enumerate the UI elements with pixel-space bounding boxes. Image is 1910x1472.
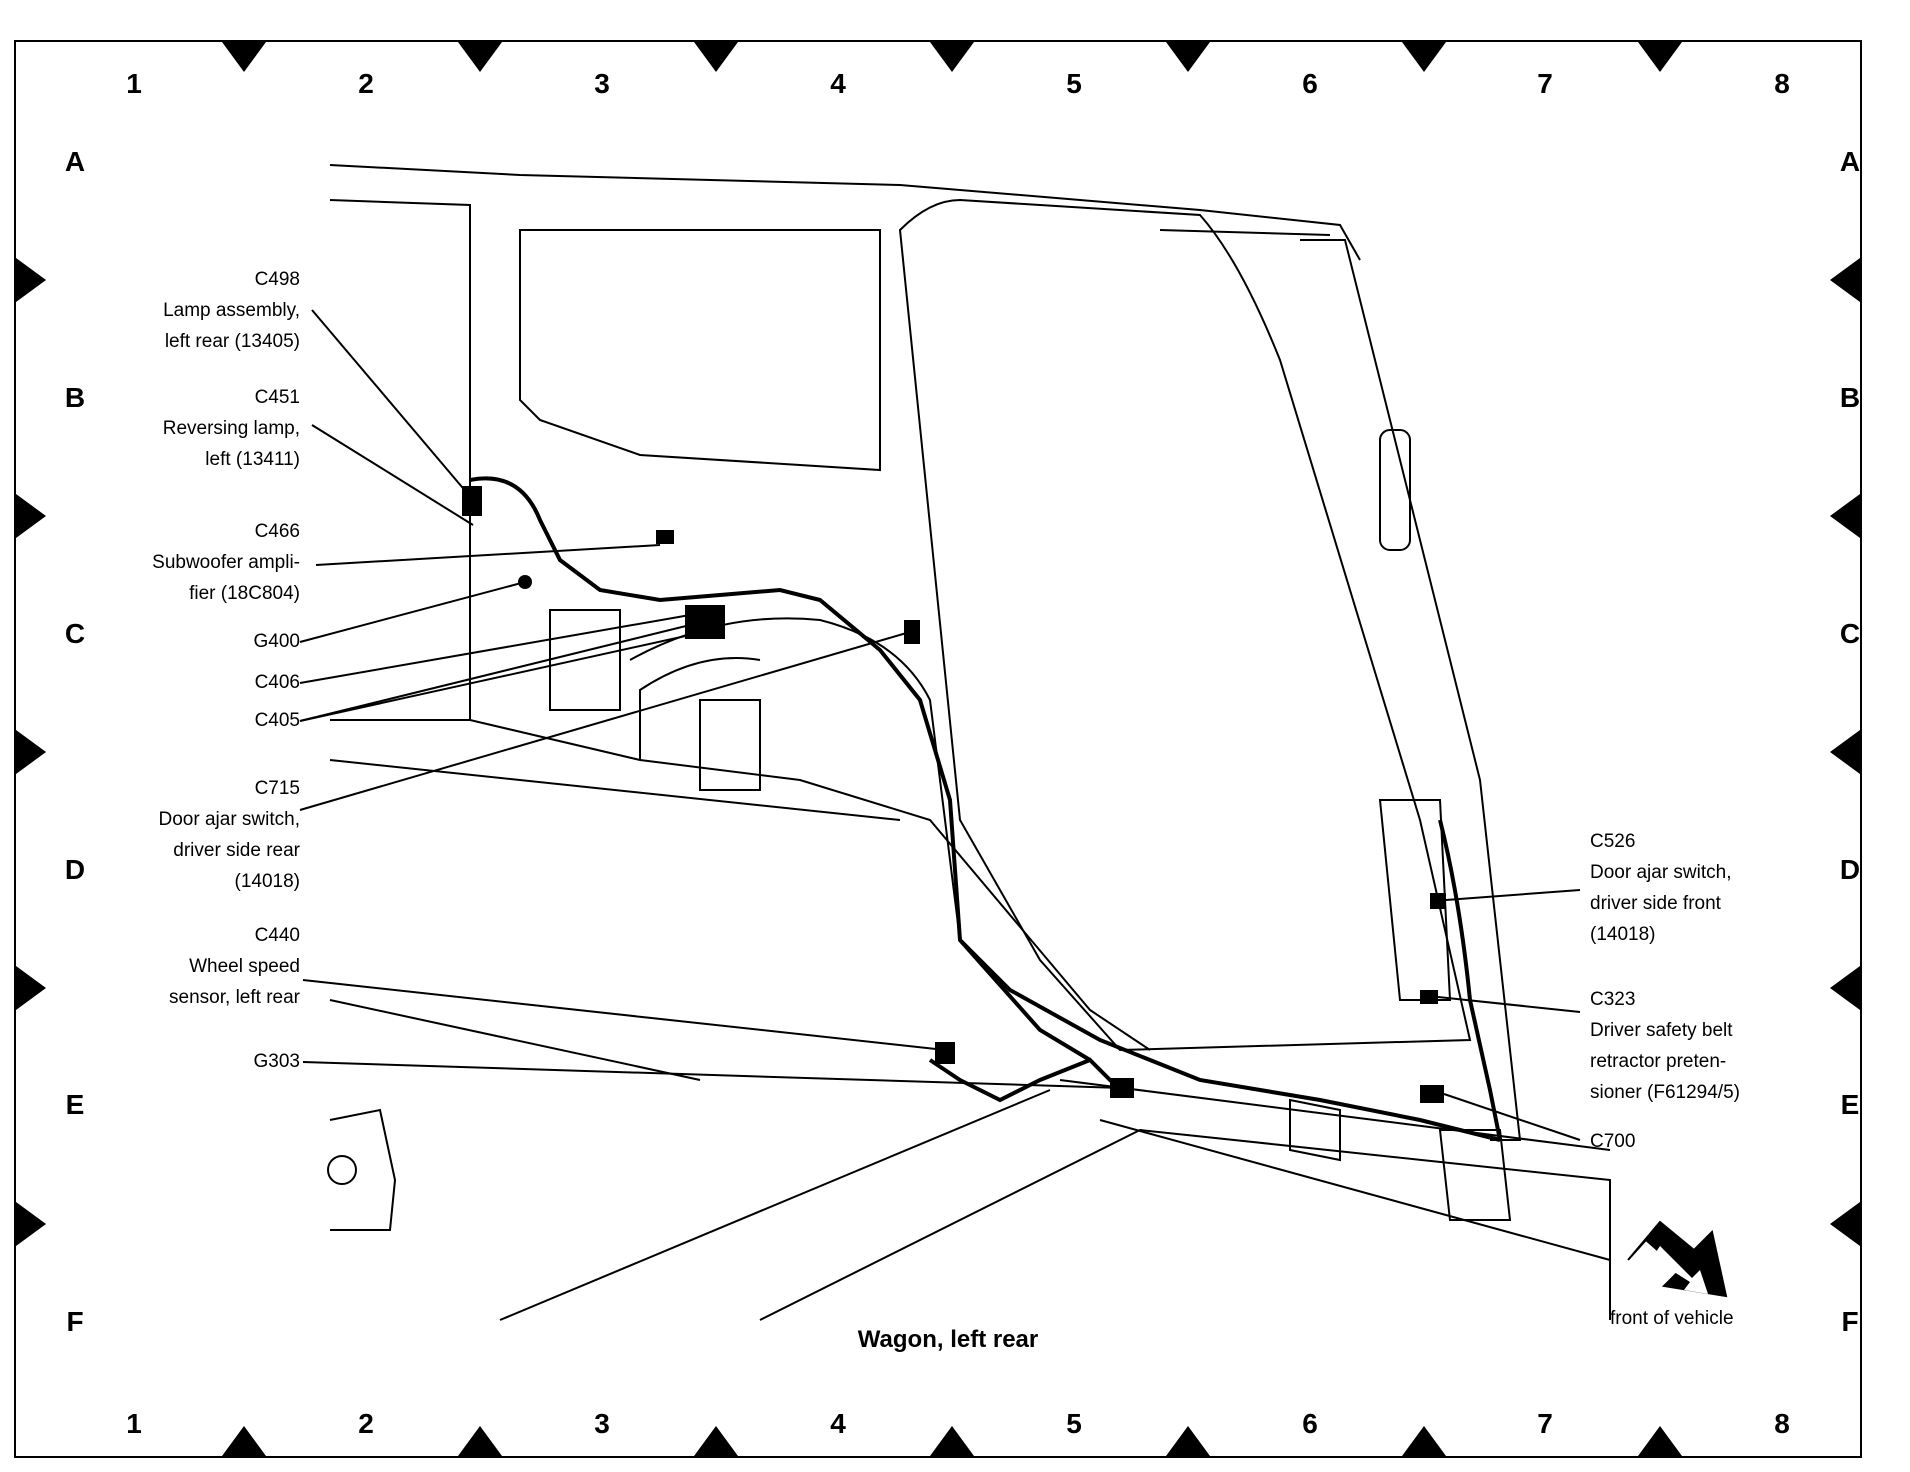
callout-c451-line1: Reversing lamp, [162,418,300,439]
callout-c715-id: C715 [254,778,300,799]
callout-c526-line1: Door ajar switch, [1590,862,1732,883]
callout-c466-line1: Subwoofer ampli- [152,552,300,573]
grid-row-a-left: A [64,146,86,177]
grid-row-c-right: C [1839,618,1861,649]
diagram-caption: Wagon, left rear [857,1326,1039,1353]
callout-c715-line2: driver side rear [173,840,300,861]
grid-row-f-right: F [1841,1306,1859,1337]
grid-col-4-bottom: 4 [830,1408,846,1439]
callout-g400: G400 [60,626,300,657]
grid-markers-top [222,42,1682,72]
grid-col-8-bottom: 8 [1774,1408,1790,1439]
grid-row-f-left: F [66,1306,84,1337]
grid-col-4-top: 4 [830,68,846,99]
grid-markers-right [1830,258,1860,1246]
grid-row-c-left: C [64,618,86,649]
grid-col-5-top: 5 [1066,68,1082,99]
vehicle-body-outline [327,164,1611,1321]
grid-markers-left [16,258,46,1246]
callout-c715-line1: Door ajar switch, [158,809,301,830]
connector-markers [462,486,1446,1103]
grid-col-6-top: 6 [1302,68,1318,99]
callout-c405-id: C405 [254,710,300,731]
callout-c451: C451 Reversing lamp, left (13411) [60,382,300,475]
callout-c466-line2: fier (18C804) [189,583,300,604]
callout-c700-id: C700 [1590,1131,1636,1152]
callout-c451-id: C451 [254,387,300,408]
grid-col-2-top: 2 [358,68,374,99]
callout-c440-line2: sensor, left rear [169,987,300,1008]
callout-g400-id: G400 [253,631,300,652]
callout-g303-id: G303 [253,1051,300,1072]
callout-c498-line1: Lamp assembly, [163,300,300,321]
callout-c526-line3: (14018) [1590,924,1656,945]
callout-c405: C405 [60,705,300,736]
callout-c526-id: C526 [1590,831,1636,852]
grid-col-7-top: 7 [1537,68,1553,99]
callout-c715-line3: (14018) [234,871,301,892]
callout-c466: C466 Subwoofer ampli- fier (18C804) [60,516,300,609]
grid-col-5-bottom: 5 [1066,1408,1082,1439]
callout-c526-line2: driver side front [1590,893,1721,914]
grid-col-8-top: 8 [1774,68,1790,99]
callout-c406-id: C406 [254,672,300,693]
grid-col-3-top: 3 [594,68,610,99]
grid-col-6-bottom: 6 [1302,1408,1318,1439]
callout-c323-line3: sioner (F61294/5) [1590,1082,1740,1103]
callout-c498: C498 Lamp assembly, left rear (13405) [60,264,300,357]
callout-c466-id: C466 [254,521,300,542]
front-of-vehicle-arrow [1627,1220,1728,1298]
grid-row-a-right: A [1839,146,1861,177]
grid-row-e-right: E [1840,1089,1860,1120]
callout-c323-line1: Driver safety belt [1590,1020,1733,1041]
callout-c700: C700 [1590,1126,1830,1157]
callout-c526: C526 Door ajar switch, driver side front… [1590,826,1830,950]
grid-row-b-left: B [64,382,86,413]
grid-row-b-right: B [1839,382,1861,413]
front-of-vehicle-label: front of vehicle [1610,1308,1734,1329]
grid-row-d-left: D [64,854,86,885]
grid-row-e-left: E [65,1089,85,1120]
grid-col-1-bottom: 1 [126,1408,142,1439]
callout-c440: C440 Wheel speed sensor, left rear [60,920,300,1013]
grid-col-7-bottom: 7 [1537,1408,1553,1439]
callout-c498-line2: left rear (13405) [164,331,300,352]
callout-c323: C323 Driver safety belt retractor preten… [1590,984,1830,1108]
callout-c715: C715 Door ajar switch, driver side rear … [60,773,301,897]
grid-col-2-bottom: 2 [358,1408,374,1439]
diagram-frame [14,40,1862,1458]
leader-lines [299,309,1581,1141]
grid-row-d-right: D [1839,854,1861,885]
callout-c451-line2: left (13411) [205,449,300,470]
callout-c323-line2: retractor preten- [1590,1051,1727,1072]
callout-g303: G303 [60,1046,300,1077]
grid-col-1-top: 1 [126,68,142,99]
callout-c498-id: C498 [254,269,300,290]
grid-markers-bottom [222,1426,1682,1456]
grid-col-3-bottom: 3 [594,1408,610,1439]
callout-c440-line1: Wheel speed [189,956,300,977]
callout-c406: C406 [60,667,300,698]
callout-c323-id: C323 [1590,989,1636,1010]
callout-c440-id: C440 [254,925,300,946]
